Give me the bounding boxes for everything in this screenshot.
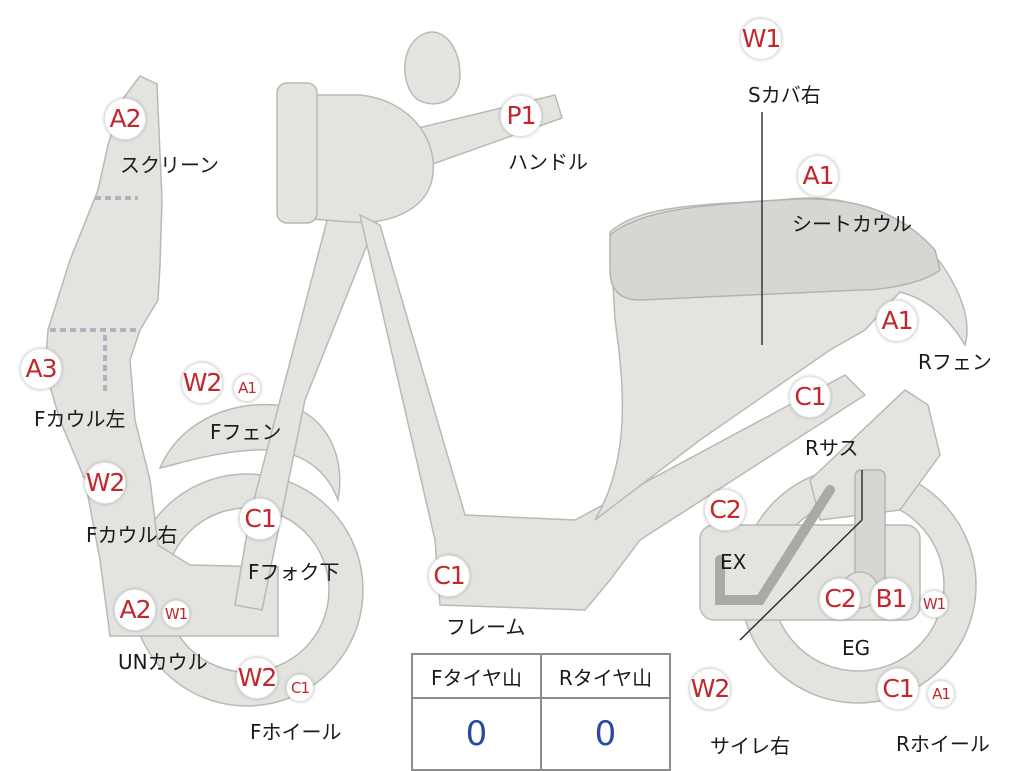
part-label-rear-suspension: Rサス: [805, 436, 859, 460]
code-badge-engine-1: C2: [819, 578, 861, 620]
code-badge-under-cowl-2: W1: [162, 600, 190, 628]
tire-tread-table: Fタイヤ山 Rタイヤ山 0 0: [411, 653, 671, 771]
code-badge-front-wheel-1: W2: [236, 657, 278, 699]
code-badge-front-fork-lower: C1: [239, 498, 281, 540]
code-badge-screen: A2: [104, 98, 146, 140]
part-label-front-wheel: Fホイール: [250, 720, 342, 744]
code-badge-engine-3: W1: [920, 590, 948, 618]
part-label-under-cowl: UNカウル: [118, 650, 208, 674]
code-badge-rear-suspension: C1: [789, 376, 831, 418]
tire-table-value-row: 0 0: [411, 697, 671, 771]
part-label-front-cowl-right: Fカウル右: [86, 523, 178, 547]
part-label-front-cowl-left: Fカウル左: [34, 407, 126, 431]
code-badge-rear-wheel-1: C1: [877, 668, 919, 710]
code-badge-rear-fender: A1: [876, 300, 918, 342]
code-badge-rear-wheel-2: A1: [927, 680, 955, 708]
part-label-silencer-right: サイレ右: [710, 734, 790, 758]
part-label-engine: EG: [842, 636, 871, 660]
code-badge-seat-cowl: A1: [797, 155, 839, 197]
part-label-front-fork-lower: Fフォク下: [248, 560, 340, 584]
code-badge-front-cowl-left: A3: [20, 348, 62, 390]
code-badge-exhaust: C2: [704, 489, 746, 531]
tire-header-front: Fタイヤ山: [411, 653, 542, 699]
handle-cover-shape: [299, 94, 434, 224]
part-label-rear-fender: Rフェン: [918, 350, 992, 374]
part-label-handle: ハンドル: [508, 150, 588, 174]
code-badge-front-fender-1: W2: [181, 362, 223, 404]
part-label-frame: フレーム: [446, 615, 526, 639]
meter-shape: [276, 82, 318, 224]
muffler-shape: [715, 485, 835, 605]
part-label-front-fender: Fフェン: [210, 420, 282, 444]
headlight-shape: [404, 31, 461, 105]
part-label-seat-cowl: シートカウル: [792, 212, 912, 236]
code-badge-frame: C1: [428, 555, 470, 597]
code-badge-handle: P1: [500, 95, 542, 137]
code-badge-s-cover-right: W1: [740, 18, 782, 60]
rear-suspension-shape: [809, 389, 941, 521]
code-badge-engine-2: B1: [870, 578, 912, 620]
part-label-s-cover-right: Sカバ右: [748, 83, 821, 107]
tire-value-front: 0: [411, 697, 542, 771]
part-label-rear-wheel: Rホイール: [896, 732, 990, 756]
seat-shape: [609, 198, 941, 301]
code-badge-silencer-right: W2: [689, 668, 731, 710]
code-badge-under-cowl-1: A2: [114, 589, 156, 631]
code-badge-front-cowl-right: W2: [84, 462, 126, 504]
part-label-screen: スクリーン: [120, 153, 219, 177]
tire-table-header-row: Fタイヤ山 Rタイヤ山: [411, 653, 671, 699]
tire-value-rear: 0: [540, 697, 671, 771]
code-badge-front-fender-2: A1: [233, 374, 261, 402]
part-label-exhaust: EX: [720, 550, 747, 574]
tire-header-rear: Rタイヤ山: [540, 653, 671, 699]
code-badge-front-wheel-2: C1: [286, 674, 314, 702]
